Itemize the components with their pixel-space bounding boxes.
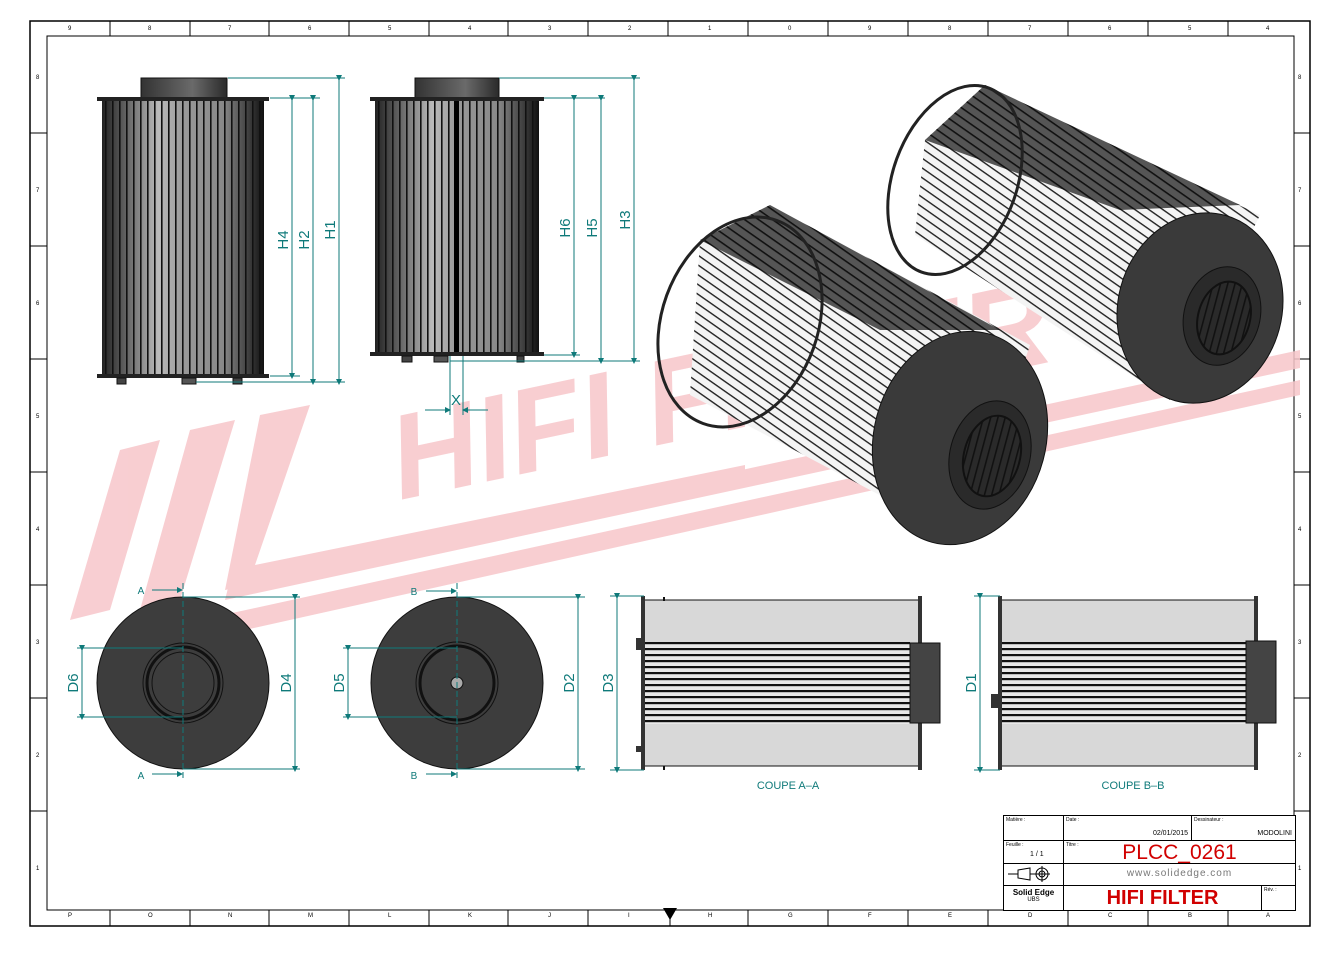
section-b-title: COUPE B–B bbox=[1102, 780, 1165, 792]
isometric-view-left bbox=[656, 205, 1049, 546]
section-mark-b-bottom: B bbox=[411, 771, 418, 782]
section-b-b bbox=[991, 596, 1277, 770]
section-a-a bbox=[636, 596, 941, 770]
section-mark-a-top: A bbox=[138, 586, 145, 597]
end-view-b-dimensions bbox=[343, 583, 585, 780]
section-mark-a-bottom: A bbox=[138, 771, 145, 782]
dim-h2: H2 bbox=[296, 230, 313, 249]
drawing-number: PLCC_0261 bbox=[1122, 841, 1237, 864]
dessinateur-cell: Dessinateur : MODOLINI bbox=[1192, 816, 1296, 841]
date-value: 02/01/2015 bbox=[1152, 830, 1188, 837]
dim-h4: H4 bbox=[275, 230, 292, 249]
feuille-cell: Feuille : 1 / 1 bbox=[1004, 841, 1064, 864]
dim-d6: D6 bbox=[65, 673, 82, 692]
date-label: Date : bbox=[1066, 817, 1080, 823]
feuille-value: 1 / 1 bbox=[1030, 851, 1044, 858]
dim-d1: D1 bbox=[963, 673, 980, 692]
dim-x: X bbox=[451, 392, 461, 409]
isometric-view-right bbox=[886, 84, 1284, 404]
dessinateur-label: Dessinateur : bbox=[1194, 817, 1224, 823]
front-view-2 bbox=[370, 77, 544, 363]
company-cell: HIFI FILTER bbox=[1064, 886, 1262, 911]
end-view-a-dimensions bbox=[77, 583, 300, 780]
section-mark-b-top: B bbox=[411, 587, 418, 598]
projection-symbol-cell bbox=[1004, 864, 1064, 886]
section-a-dimensions bbox=[610, 593, 644, 773]
dessinateur-value: MODOLINI bbox=[1257, 830, 1292, 837]
dim-d3: D3 bbox=[600, 673, 617, 692]
front-view-1-dimensions bbox=[196, 75, 345, 385]
software-cell: Solid Edge UBS bbox=[1004, 886, 1064, 911]
dim-h3: H3 bbox=[617, 210, 634, 229]
software-sub: UBS bbox=[1027, 897, 1040, 903]
first-angle-projection-icon bbox=[1008, 866, 1050, 882]
dim-h1: H1 bbox=[322, 220, 339, 239]
software-name: Solid Edge bbox=[1012, 888, 1055, 897]
dim-h5: H5 bbox=[584, 218, 601, 237]
dim-d2: D2 bbox=[561, 673, 578, 692]
dim-d5: D5 bbox=[331, 673, 348, 692]
front-view-2-dimensions bbox=[425, 75, 640, 415]
company-name: HIFI FILTER bbox=[1106, 887, 1219, 909]
website-cell: www.solidedge.com bbox=[1064, 864, 1296, 886]
front-view-1 bbox=[97, 77, 269, 385]
revision-cell: Rév. : bbox=[1262, 886, 1296, 911]
title-block: Matière : Date : 02/01/2015 Dessinateur … bbox=[1003, 815, 1296, 911]
date-cell: Date : 02/01/2015 bbox=[1064, 816, 1192, 841]
section-a-title: COUPE A–A bbox=[757, 780, 820, 792]
dim-d4: D4 bbox=[278, 673, 295, 692]
feuille-label: Feuille : bbox=[1006, 842, 1024, 848]
matiere-cell: Matière : bbox=[1004, 816, 1064, 841]
bottom-zone-markers bbox=[109, 910, 1229, 926]
matiere-label: Matière : bbox=[1006, 817, 1026, 823]
website-text: www.solidedge.com bbox=[1126, 868, 1233, 879]
revision-label: Rév. : bbox=[1264, 887, 1277, 893]
top-zone-markers bbox=[109, 21, 1229, 36]
section-b-dimensions bbox=[974, 593, 1000, 773]
dim-h6: H6 bbox=[557, 218, 574, 237]
titre-label: Titre : bbox=[1066, 842, 1079, 848]
titre-cell: Titre : PLCC_0261 bbox=[1064, 841, 1296, 864]
